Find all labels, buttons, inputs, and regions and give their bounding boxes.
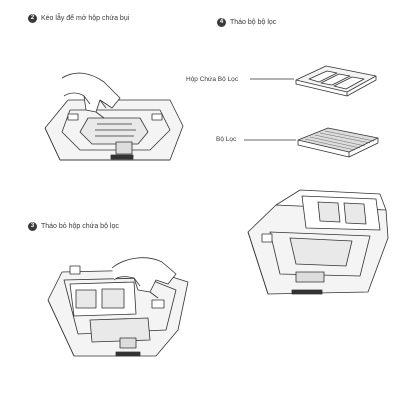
filter-callout: Bộ Lọc — [216, 136, 237, 143]
step-4-text: Tháo bộ bộ lọc — [230, 19, 277, 26]
step-3-heading: 3 Tháo bỏ hộp chứa bộ lọc — [28, 222, 119, 231]
step-2-number: 2 — [28, 14, 37, 23]
step-2-heading: 2 Kéo lẫy để mở hộp chứa bụi — [28, 14, 129, 23]
step-4-filter-illustration — [297, 127, 379, 158]
step-4-robot-base-illustration — [247, 189, 389, 295]
step-4-heading: 4 Tháo bộ bộ lọc — [217, 18, 276, 27]
step-2-text: Kéo lẫy để mở hộp chứa bụi — [41, 15, 130, 22]
step-4-filter-box-illustration — [295, 65, 377, 97]
callout-leaders — [244, 78, 296, 141]
filter-box-callout: Hộp Chứa Bộ Lọc — [186, 76, 239, 83]
step-3-robot-base-illustration — [47, 257, 189, 357]
step-3-number: 3 — [28, 222, 37, 231]
step-2-robot-base-illustration — [44, 72, 184, 161]
step-4-number: 4 — [217, 18, 226, 27]
step-3-text: Tháo bỏ hộp chứa bộ lọc — [41, 223, 119, 230]
